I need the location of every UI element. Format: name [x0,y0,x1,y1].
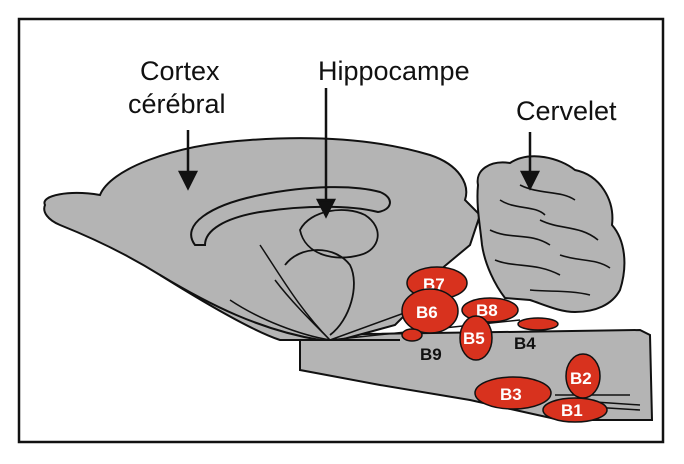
label-cortex-line1: Cortex [140,56,220,86]
nucleus-b2-label: B2 [570,369,592,388]
nucleus-b2: B2 [565,353,601,399]
cortex-arrow [177,130,199,191]
cerebellum-folia [489,184,611,296]
nucleus-b4-label: B4 [514,334,536,353]
nucleus-b3: B3 [474,376,552,410]
ventral-line [159,274,400,341]
cerebrum [43,137,482,341]
nucleus-b9-label: B9 [420,345,442,364]
label-hippocampe: Hippocampe [318,56,470,86]
label-cortex-line2: cérébral [128,89,226,119]
nucleus-b3-label: B3 [500,385,522,404]
nucleus-b6-label: B6 [416,303,438,322]
cervelet-arrow [519,132,541,191]
corpus-callosum [190,186,391,246]
nucleus-b6: B6 [401,288,459,334]
nucleus-b9: B9 [401,328,442,364]
nucleus-b5-label: B5 [463,329,485,348]
thalamus-outline [284,249,355,336]
nucleus-b8-label: B8 [476,301,498,320]
nucleus-b1-label: B1 [561,401,583,420]
label-cervelet: Cervelet [516,96,617,126]
nucleus-b5: B5 [459,315,493,361]
hippocampus-outline [299,209,379,259]
nucleus-b1: B1 [542,397,608,423]
hippocampe-arrow [315,88,337,219]
cerebellum [476,155,626,314]
nucleus-b4: B4 [514,317,559,353]
